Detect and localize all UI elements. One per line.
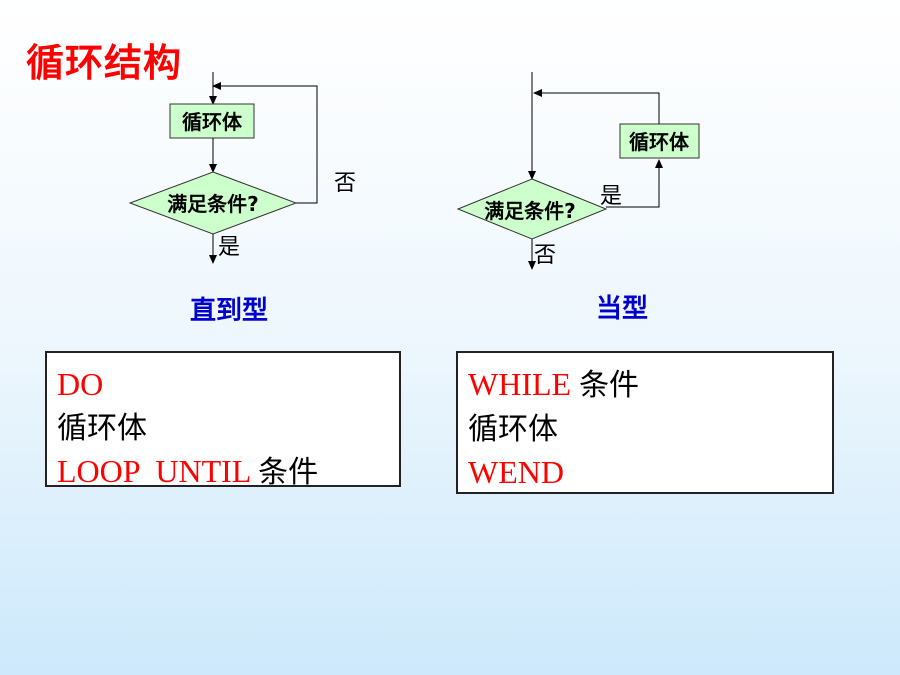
- while-loop-back-line: [533, 89, 660, 124]
- until-code-loop-until: LOOP UNTIL: [57, 453, 259, 489]
- until-code-do: DO: [57, 366, 104, 402]
- until-code-box: DO 循环体 LOOP UNTIL 条件: [45, 351, 401, 490]
- slide-title: 循环结构: [26, 41, 183, 85]
- until-flowchart: 循环体 满足条件? 否 是: [128, 72, 356, 264]
- while-code-box: WHILE 条件 循环体 WEND: [456, 351, 834, 494]
- while-yes-line: [606, 159, 663, 208]
- while-code-body: 循环体: [468, 412, 558, 447]
- while-body-label: 循环体: [629, 130, 690, 154]
- until-body-label: 循环体: [182, 110, 243, 134]
- until-code-body: 循环体: [57, 411, 147, 446]
- until-yes-label: 是: [218, 235, 240, 260]
- while-code-line-2: 循环体: [468, 407, 822, 451]
- while-code-line-3: WEND: [468, 451, 822, 494]
- until-condition-label: 满足条件?: [167, 192, 259, 216]
- while-code-wend: WEND: [468, 454, 564, 490]
- until-no-label: 否: [334, 171, 356, 196]
- while-flowchart: 满足条件? 是 循环体 否: [456, 72, 700, 270]
- while-code-line-1: WHILE 条件: [468, 363, 822, 407]
- until-code-line-3: LOOP UNTIL 条件: [57, 450, 389, 494]
- while-code-condition: 条件: [579, 368, 640, 403]
- until-code-line-1: DO: [57, 363, 389, 406]
- while-code-while: WHILE: [468, 366, 580, 402]
- while-condition-label: 满足条件?: [484, 199, 576, 223]
- until-loop-back-line: [212, 82, 318, 204]
- until-code-line-2: 循环体: [57, 406, 389, 450]
- while-yes-label: 是: [600, 184, 622, 209]
- until-body-box: [169, 103, 255, 139]
- while-no-label: 否: [534, 243, 556, 268]
- while-caption: 当型: [596, 294, 649, 324]
- until-caption: 直到型: [190, 296, 269, 326]
- until-code-condition: 条件: [258, 455, 319, 490]
- while-body-box: [619, 123, 700, 159]
